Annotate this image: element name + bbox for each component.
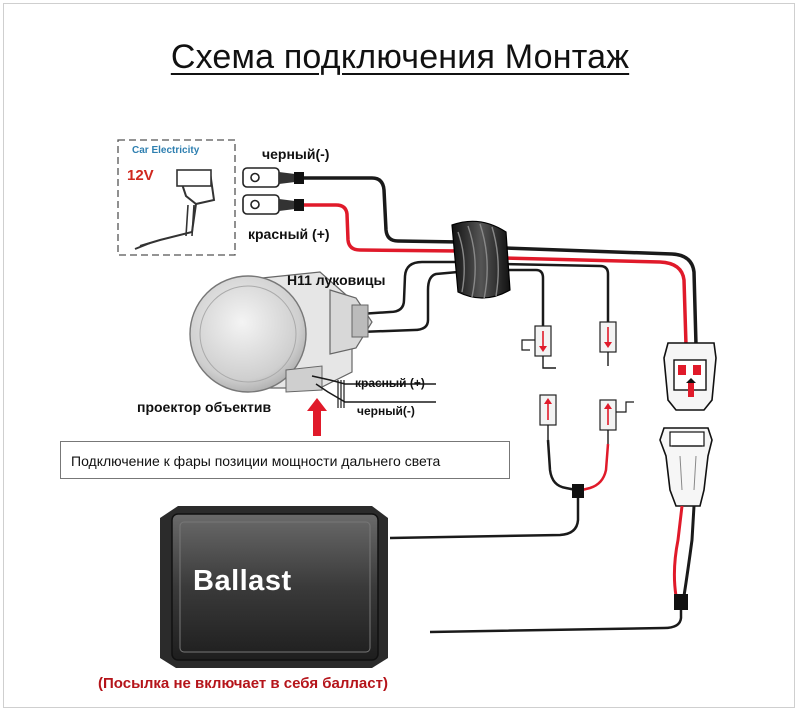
switch-red-down: [581, 443, 610, 492]
ballast-not-included-note: (Посылка не включает в себя балласт): [98, 675, 388, 692]
switch-connector-left-top: [521, 325, 556, 369]
h11-plug-connector: [659, 427, 713, 507]
switch-connector-left-bottom: [539, 394, 557, 440]
red-positive-label: красный (+): [248, 226, 330, 242]
switch-connector-right-bottom: [599, 399, 634, 444]
projector-red-label: красный (+): [355, 376, 425, 390]
ballast-power-wire: [429, 610, 683, 634]
black-power-wire: [304, 176, 461, 244]
projector-wire-1: [359, 260, 458, 316]
switch-connector-right-top: [599, 321, 617, 366]
h11-bulbs-label: H11 луковицы: [287, 272, 386, 288]
projector-black-label: черный(-): [357, 404, 415, 418]
ballast-signal-wire: [389, 498, 580, 540]
black-negative-label: черный(-): [262, 146, 330, 162]
page-frame: [3, 3, 795, 708]
ballast-unit: [160, 506, 388, 668]
red-up-arrow: [307, 398, 327, 436]
black-switch-wire-1: [505, 268, 545, 326]
black-ring-terminal: [242, 167, 304, 188]
page-title: Схема подключения Монтаж: [170, 38, 630, 76]
plug-red-wire: [672, 505, 684, 597]
red-power-wire: [304, 203, 461, 253]
junction-sleeve-2: [674, 594, 688, 610]
red-ring-terminal: [242, 194, 304, 215]
high-beam-note: Подключение к фары позиции мощности даль…: [60, 441, 510, 479]
ballast-label: Ballast: [193, 565, 292, 597]
projector-lens: [189, 271, 373, 393]
car-electricity-box: [117, 139, 236, 256]
projector-wire-2: [359, 270, 459, 334]
car-electricity-heading: Car Electricity: [132, 145, 200, 156]
plug-black-wire: [682, 505, 696, 597]
black-relay-wire: [504, 246, 698, 346]
black-switch-wire-2: [504, 262, 610, 322]
voltage-label: 12V: [127, 167, 154, 184]
red-relay-wire: [504, 256, 688, 346]
junction-sleeve-1: [572, 484, 584, 498]
switch-black-down: [546, 439, 577, 492]
projector-black-lead: [315, 383, 436, 403]
lead-hatching: [337, 380, 345, 408]
bulb-socket-connector: [663, 342, 717, 411]
rubber-grommet: [451, 220, 511, 300]
projector-lens-label: проектор объектив: [137, 399, 272, 415]
